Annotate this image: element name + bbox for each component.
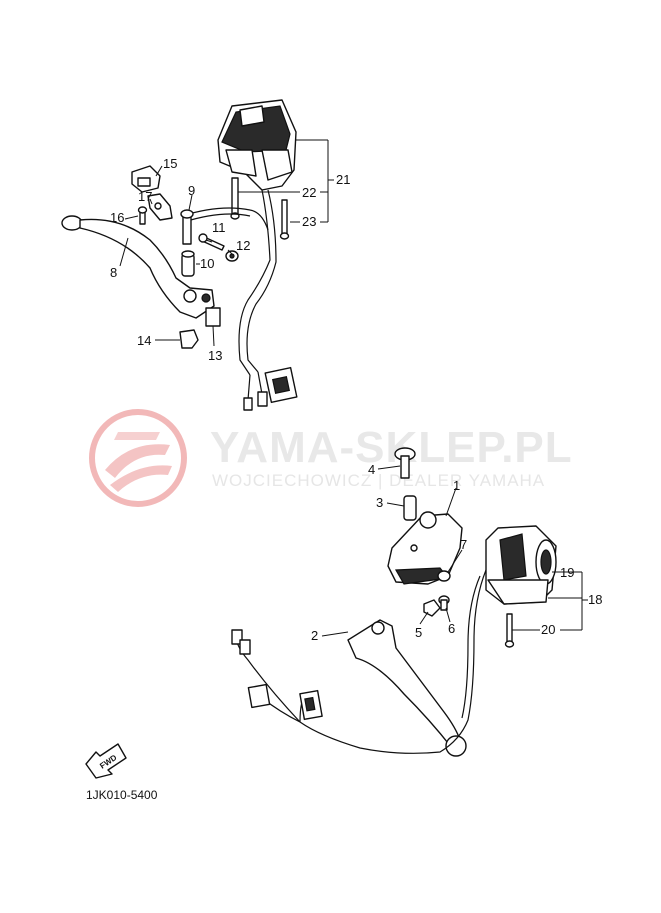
- bracket-17: [147, 193, 173, 221]
- callout-10: 10: [200, 256, 214, 271]
- callout-8: 8: [110, 265, 117, 280]
- callout-15: 15: [163, 156, 177, 171]
- spring-13: [205, 307, 221, 327]
- watermark-logo-icon: [89, 409, 187, 507]
- callout-19: 19: [560, 565, 574, 580]
- callout-5: 5: [415, 625, 422, 640]
- callout-12: 12: [236, 238, 250, 253]
- callouts: 15 17 16 9 11 12 10 8 13 14 21 22 23 4 3…: [110, 156, 602, 643]
- callout-18: 18: [588, 592, 602, 607]
- callout-3: 3: [376, 495, 383, 510]
- callout-6: 6: [448, 621, 455, 636]
- callout-13: 13: [208, 348, 222, 363]
- callout-20: 20: [541, 622, 555, 637]
- screw-20: [504, 613, 515, 648]
- callout-7: 7: [460, 537, 467, 552]
- watermark-subtitle: WOJCIECHOWICZ | DEALER YAMAHA: [212, 471, 545, 490]
- collar-3: [403, 495, 417, 521]
- fwd-arrow-icon: FWD: [85, 743, 127, 779]
- callout-21: 21: [336, 172, 350, 187]
- screw-6: [438, 595, 450, 611]
- watermark: YAMA-SKLEP.PL WOJCIECHOWICZ | DEALER YAM…: [89, 409, 573, 507]
- nut-7: [437, 570, 451, 582]
- callout-4: 4: [368, 462, 375, 477]
- clutch-lever-8: [61, 215, 215, 319]
- bolt-11: [198, 233, 225, 251]
- watermark-title: YAMA-SKLEP.PL: [210, 423, 573, 472]
- callout-1: 1: [453, 478, 460, 493]
- callout-23: 23: [302, 214, 316, 229]
- right-switch-housing: [485, 525, 557, 605]
- bolt-9: [180, 209, 194, 245]
- bolt-4: [394, 447, 416, 479]
- leader-lines: [119, 139, 588, 637]
- diagram-code: 1JK010-5400: [86, 788, 158, 802]
- callout-2: 2: [311, 628, 318, 643]
- screw-16: [137, 206, 148, 225]
- screw-22: [230, 177, 240, 220]
- bottom-wire-harness: [231, 569, 487, 754]
- callout-16: 16: [110, 210, 124, 225]
- screw-23: [279, 199, 290, 240]
- nut-14: [179, 329, 199, 349]
- callout-9: 9: [188, 183, 195, 198]
- top-wire-harness: [181, 189, 298, 411]
- brake-lever-2: [347, 619, 467, 757]
- left-switch-housing: [217, 99, 297, 191]
- collar-10: [181, 250, 195, 277]
- callout-14: 14: [137, 333, 151, 348]
- lever-bracket-1: [387, 511, 463, 585]
- clutch-switch-15: [131, 165, 161, 193]
- callout-11: 11: [212, 220, 226, 235]
- callout-22: 22: [302, 185, 316, 200]
- callout-17: 17: [138, 189, 152, 204]
